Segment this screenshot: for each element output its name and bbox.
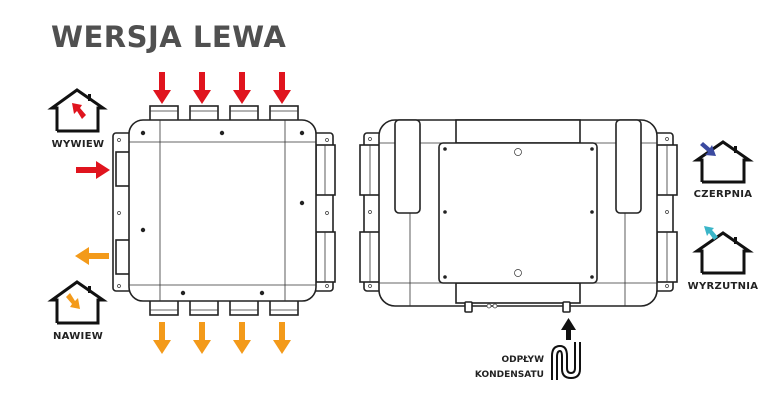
label-nawiew: NAWIEW: [52, 331, 104, 342]
arrow-down-icon: [273, 72, 291, 104]
port-left-2: [115, 239, 131, 275]
arrow-up-icon: [561, 318, 576, 340]
label-condensate-line1: ODPŁYW: [501, 355, 544, 365]
label-condensate-line2: KONDENSATU: [474, 370, 544, 380]
port-right-1: [315, 144, 336, 196]
label-wyrzutnia: WYRZUTNIA: [687, 281, 759, 292]
arrow-down-icon: [153, 72, 171, 104]
page-title: WERSJA LEWA: [51, 20, 287, 54]
arrow-down-icon: [153, 322, 171, 354]
port-left-1: [115, 151, 131, 187]
top-ports: [149, 105, 299, 122]
house-czerpnia-icon: [692, 140, 754, 184]
label-condensate: ODPŁYW KONDENSATU: [444, 353, 544, 383]
supply-arrows: [75, 247, 291, 354]
arrow-down-icon: [233, 322, 251, 354]
rail-left: [394, 119, 421, 214]
drain-right: [562, 301, 571, 313]
house-wyrzutnia-icon: [692, 226, 754, 275]
siphon-icon: [551, 342, 581, 380]
port-right-2: [315, 231, 336, 283]
arrow-down-icon: [233, 72, 251, 104]
right-unit: [359, 119, 678, 313]
house-wywiew-icon: [47, 88, 108, 133]
drain-left: [464, 301, 473, 313]
arrow-down-icon: [273, 322, 291, 354]
label-wywiew: WYWIEW: [51, 139, 105, 150]
extract-arrows: [76, 72, 291, 179]
arrow-down-icon: [193, 322, 211, 354]
left-unit-body: [128, 119, 317, 302]
label-czerpnia: CZERPNIA: [693, 189, 753, 200]
front-panel: [438, 142, 598, 284]
arrow-left-icon: [75, 247, 109, 265]
arrow-down-icon: [193, 72, 211, 104]
house-nawiew-icon: [47, 280, 108, 325]
arrow-right-icon: [76, 161, 110, 179]
left-unit: [112, 105, 336, 316]
rail-right: [615, 119, 642, 214]
